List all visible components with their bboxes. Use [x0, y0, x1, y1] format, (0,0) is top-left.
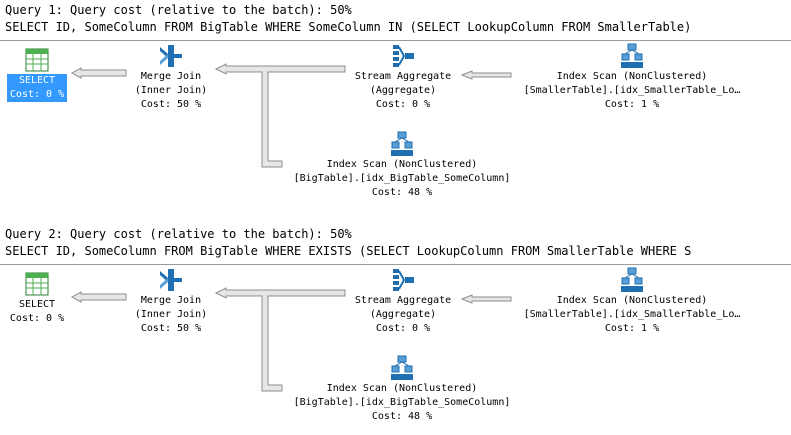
index-scan-smaller-cost: Cost: 1 %	[604, 99, 660, 110]
merge-join-cost: Cost: 50 %	[140, 99, 202, 110]
merge-join-icon	[160, 45, 182, 67]
merge-join-icon	[160, 269, 182, 291]
plan-node-stream-aggregate[interactable]: Stream Aggregate (Aggregate) Cost: 0 %	[345, 266, 461, 336]
select-table-icon	[25, 272, 49, 296]
arrow-scan-to-stream	[460, 70, 512, 80]
query-2-cost-title: Query 2: Query cost (relative to the bat…	[5, 227, 352, 241]
stream-aggregate-subtitle: (Aggregate)	[369, 85, 437, 96]
index-scan-big-object: [BigTable].[idx_BigTable_SomeColumn]	[293, 397, 511, 408]
select-node-label: SELECT Cost: 0 %	[6, 74, 68, 102]
arrow-stream-to-merge	[214, 287, 346, 392]
arrow-merge-to-select	[70, 67, 127, 79]
query-1-cost-title: Query 1: Query cost (relative to the bat…	[5, 3, 352, 17]
index-scan-big-title: Index Scan (NonClustered)	[326, 383, 478, 394]
stream-aggregate-cost: Cost: 0 %	[375, 99, 431, 110]
index-scan-big-cost: Cost: 48 %	[371, 187, 433, 198]
select-table-icon	[25, 48, 49, 72]
merge-join-title: Merge Join	[140, 71, 202, 82]
stream-aggregate-title: Stream Aggregate	[354, 295, 452, 306]
index-scan-icon	[391, 131, 413, 156]
stream-aggregate-title: Stream Aggregate	[354, 71, 452, 82]
index-scan-icon	[621, 43, 643, 68]
query-1-sql-text: SELECT ID, SomeColumn FROM BigTable WHER…	[5, 20, 692, 34]
index-scan-big-object: [BigTable].[idx_BigTable_SomeColumn]	[293, 173, 511, 184]
query-1-plan: Query 1: Query cost (relative to the bat…	[0, 0, 791, 210]
plan-node-stream-aggregate[interactable]: Stream Aggregate (Aggregate) Cost: 0 %	[345, 42, 461, 112]
merge-join-subtitle: (Inner Join)	[134, 309, 208, 320]
stream-aggregate-icon	[393, 45, 414, 67]
plan-node-merge-join[interactable]: Merge Join (Inner Join) Cost: 50 %	[128, 42, 214, 112]
query-1-arrows	[70, 63, 512, 168]
select-node-cost: Cost: 0 %	[9, 89, 65, 100]
plan-node-index-scan-big[interactable]: Index Scan (NonClustered) [BigTable].[id…	[282, 130, 522, 200]
index-scan-icon	[391, 355, 413, 380]
select-node-cost: Cost: 0 %	[9, 313, 65, 324]
plan-node-select[interactable]: SELECT Cost: 0 %	[4, 46, 70, 102]
query-2-header: Query 2: Query cost (relative to the bat…	[0, 224, 791, 265]
arrow-scan-to-stream	[460, 294, 512, 304]
merge-join-title: Merge Join	[140, 295, 202, 306]
merge-join-cost: Cost: 50 %	[140, 323, 202, 334]
index-scan-smaller-cost: Cost: 1 %	[604, 323, 660, 334]
select-node-title: SELECT	[18, 299, 56, 310]
plan-node-index-scan-smaller[interactable]: Index Scan (NonClustered) [SmallerTable]…	[512, 42, 752, 112]
plan-node-index-scan-big[interactable]: Index Scan (NonClustered) [BigTable].[id…	[282, 354, 522, 424]
arrow-merge-to-select	[70, 291, 127, 303]
query-2-plan: Query 2: Query cost (relative to the bat…	[0, 224, 791, 434]
plan-node-select[interactable]: SELECT Cost: 0 %	[4, 270, 70, 326]
select-node-title: SELECT	[18, 75, 56, 86]
index-scan-smaller-title: Index Scan (NonClustered)	[556, 71, 708, 82]
index-scan-smaller-object: [SmallerTable].[idx_SmallerTable_Lo…	[523, 309, 741, 320]
merge-join-subtitle: (Inner Join)	[134, 85, 208, 96]
query-2-sql-text: SELECT ID, SomeColumn FROM BigTable WHER…	[5, 244, 692, 258]
stream-aggregate-subtitle: (Aggregate)	[369, 309, 437, 320]
arrow-stream-to-merge	[214, 63, 346, 168]
stream-aggregate-icon	[393, 269, 414, 291]
index-scan-big-cost: Cost: 48 %	[371, 411, 433, 422]
index-scan-big-title: Index Scan (NonClustered)	[326, 159, 478, 170]
query-2-arrows	[70, 287, 512, 392]
plan-node-merge-join[interactable]: Merge Join (Inner Join) Cost: 50 %	[128, 266, 214, 336]
index-scan-icon	[621, 267, 643, 292]
stream-aggregate-cost: Cost: 0 %	[375, 323, 431, 334]
index-scan-smaller-title: Index Scan (NonClustered)	[556, 295, 708, 306]
index-scan-smaller-object: [SmallerTable].[idx_SmallerTable_Lo…	[523, 85, 741, 96]
query-1-header: Query 1: Query cost (relative to the bat…	[0, 0, 791, 41]
plan-node-index-scan-smaller[interactable]: Index Scan (NonClustered) [SmallerTable]…	[512, 266, 752, 336]
